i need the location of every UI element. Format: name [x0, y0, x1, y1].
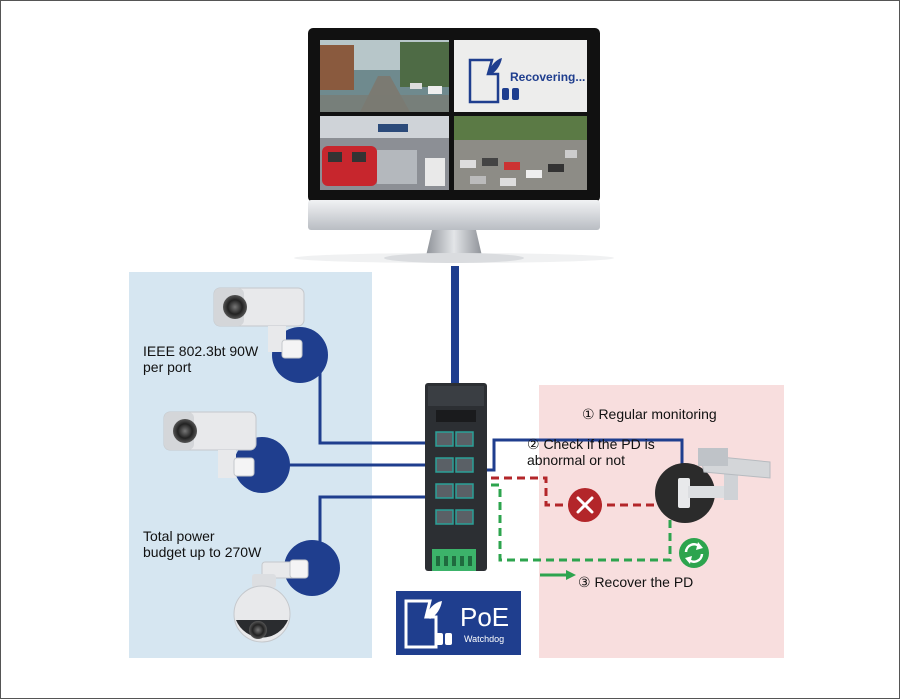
check-line: [478, 476, 662, 507]
step-regular-monitoring: ① Regular monitoring: [582, 406, 717, 422]
power-budget-label: Total power budget up to 270W: [143, 528, 262, 560]
dome-camera: [233, 540, 340, 643]
poe-watchdog-badge: PoE Watchdog: [396, 591, 521, 655]
bullet-camera-2: [163, 411, 290, 493]
watchdog-logo-icon: [404, 599, 452, 649]
abnormal-x-icon: [568, 488, 602, 522]
bullet-camera-1: [213, 287, 328, 383]
recover-icon: [679, 538, 709, 568]
feed-recovering: [454, 40, 587, 112]
pd-camera: [655, 448, 771, 523]
uplink-cable: [451, 266, 459, 384]
monitor: [294, 28, 614, 263]
camera-links: [285, 370, 684, 545]
recover-line: [478, 483, 672, 562]
recover-arrow: [540, 570, 576, 580]
feed-parking: [454, 116, 587, 190]
badge-title: PoE: [460, 602, 510, 632]
step-check-pd: ② Check if the PD is abnormal or not: [527, 436, 655, 468]
feed-train: [320, 116, 449, 190]
monitor-chin: [308, 200, 600, 230]
poe-spec-label: IEEE 802.3bt 90W per port: [143, 343, 259, 375]
watchdog-panel: [539, 385, 784, 658]
monitor-status-text: Recovering...: [510, 70, 586, 84]
step-recover-pd: ③ Recover the PD: [578, 574, 694, 590]
feed-street: [320, 40, 449, 112]
monitor-stand: [426, 230, 482, 256]
badge-subtitle: Watchdog: [464, 634, 505, 644]
poe-switch: [425, 383, 487, 571]
